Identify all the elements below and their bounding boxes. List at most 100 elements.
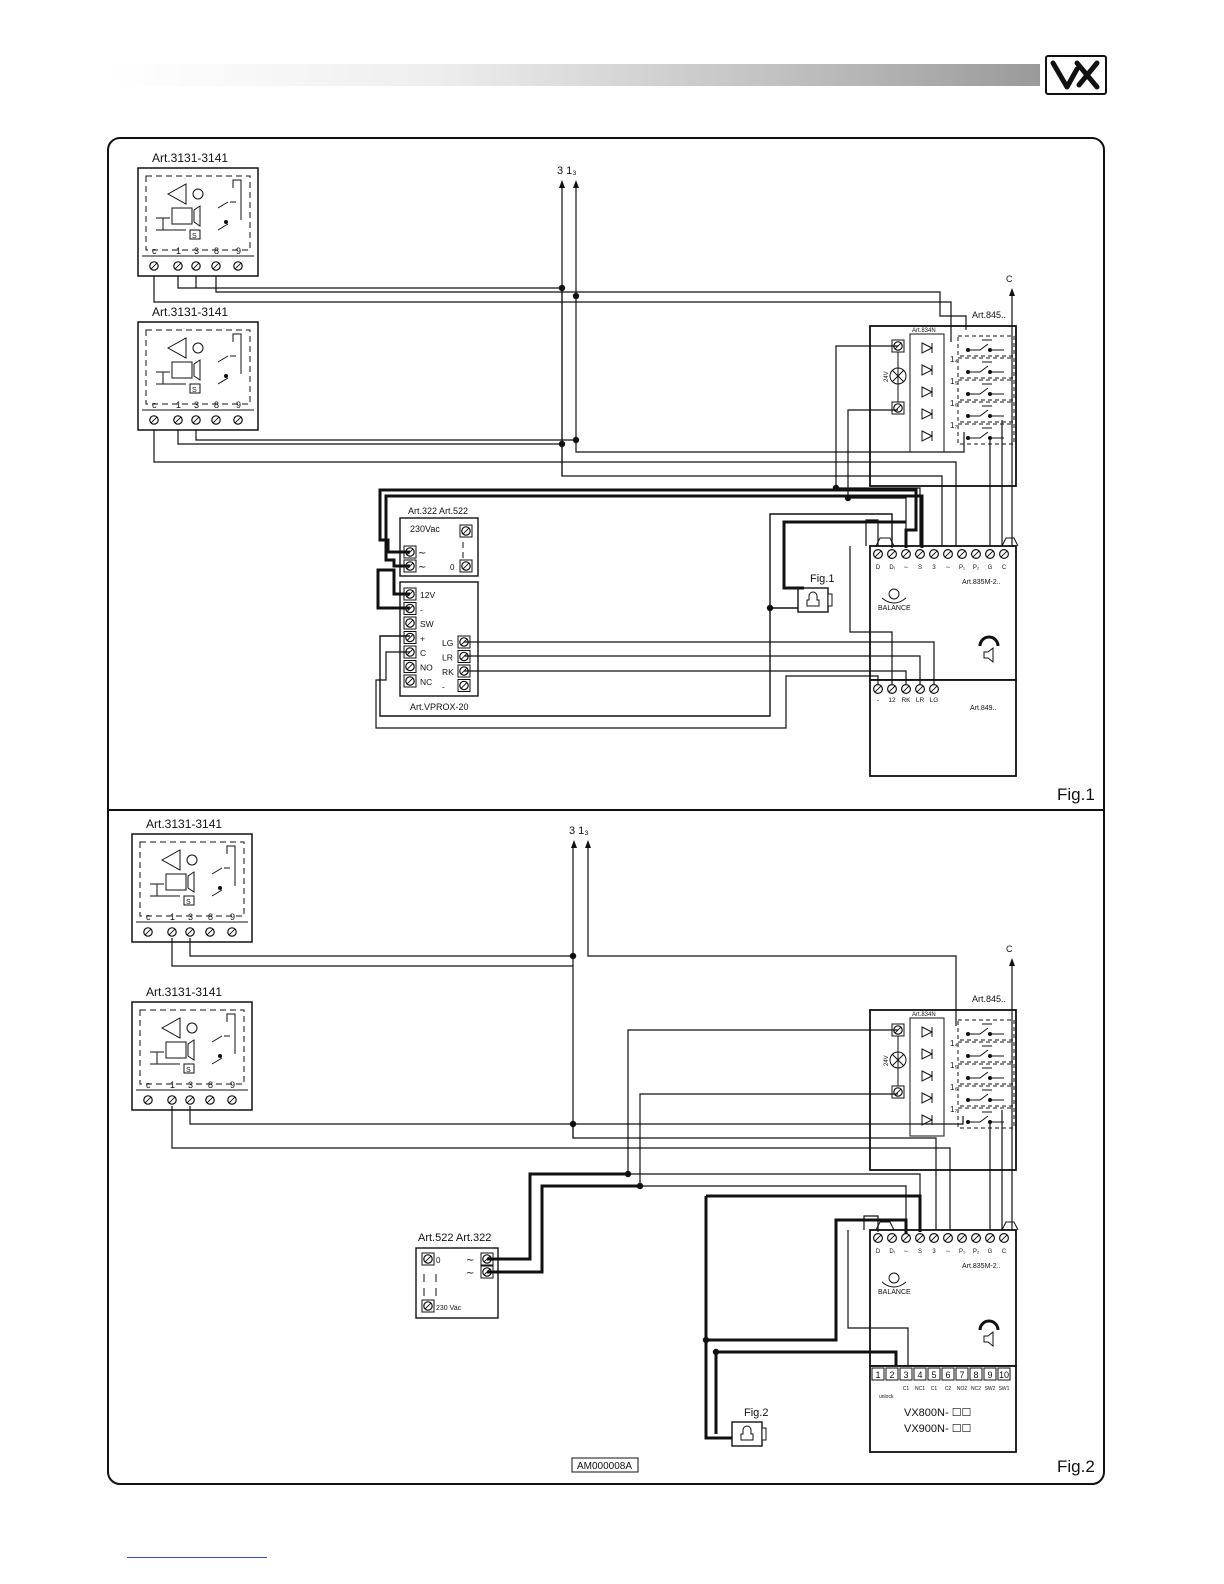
speaker-icon [187, 1039, 195, 1061]
screw-slot [874, 1234, 882, 1242]
button-contact-dot [966, 1054, 970, 1058]
door-station-terminal-label: D [876, 1249, 881, 1255]
contact-dot [224, 220, 228, 224]
terminal-label-1: 1 [170, 912, 175, 922]
terminal-label-9: 9 [236, 246, 241, 256]
button-contact-dot [988, 392, 992, 396]
contact-dot [224, 374, 228, 378]
door-station-terminal-label: P₂ [973, 565, 980, 571]
push-button-contact-icon [968, 1045, 1004, 1057]
brand-logo [1045, 55, 1107, 95]
vx-terminal-number: 4 [917, 1370, 922, 1380]
vx-terminal [997, 1367, 1011, 1381]
switch-s-box [183, 895, 195, 906]
document-code: AM000008A [577, 1461, 632, 1472]
art834-label: Art.834N [912, 328, 936, 334]
intercom-internal-wiring [156, 179, 242, 231]
screw-slot [186, 1096, 194, 1104]
screw-slot [930, 685, 938, 693]
screw-slot [406, 634, 414, 641]
screw-slot [888, 550, 896, 558]
button-contact-dot [988, 414, 992, 418]
push-button-contact-icon [968, 383, 1004, 395]
button-contact-dot [988, 1120, 992, 1124]
vprox-right-label: RK [442, 667, 454, 677]
vx-terminal [927, 1367, 941, 1381]
wire [865, 519, 879, 546]
vx-terminal-number: 6 [945, 1370, 950, 1380]
junction-dot [572, 292, 580, 300]
switch-s-label: S [186, 899, 191, 906]
junction-dot [572, 436, 580, 444]
riser-arrow-icon [559, 180, 579, 188]
diode-icon [921, 1092, 934, 1104]
vprox-left-label: 12V [420, 590, 435, 600]
junction-dot [558, 284, 566, 292]
button-contact-dot [988, 1098, 992, 1102]
screw-slot [462, 527, 470, 535]
button-contact-dot [988, 1032, 992, 1036]
power-ac-symbol: ∼ [418, 548, 426, 559]
wire [215, 276, 967, 330]
speaker-capsule-icon [171, 207, 193, 225]
screw-slot [192, 262, 200, 270]
art835-label: Art.835M-2.. [962, 1263, 1001, 1270]
speaker-capsule-icon [171, 361, 193, 379]
lamp-voltage-label: 24V [884, 371, 890, 382]
vx-terminal [899, 1367, 913, 1381]
push-button-contact-icon [968, 1089, 1004, 1101]
power-voltage-label: 230Vac [410, 524, 440, 534]
speaker-icon [187, 871, 195, 893]
screw-slot [228, 1096, 236, 1104]
intercom-inner-board [145, 175, 251, 251]
vx-terminal-sublabel: C1 [903, 1386, 910, 1392]
speaker-capsule-icon [165, 873, 187, 891]
intercom-internal-wiring [156, 333, 242, 385]
door-station-terminal-label: Dᵢ [889, 1249, 894, 1255]
art834-diode-block [909, 333, 945, 453]
vx-terminal-sublabel: NC1 [915, 1386, 925, 1392]
amplifier-icon [160, 849, 181, 871]
wire [714, 1350, 898, 1434]
wire [189, 938, 573, 957]
vx-model-1: VX800N- ☐☐ [904, 1407, 971, 1419]
vx-logo-icon [1050, 60, 1100, 90]
vx-terminal [955, 1367, 969, 1381]
terminal-label-3: 3 [194, 246, 199, 256]
amplifier-icon [166, 183, 187, 205]
junction-dot [712, 1348, 720, 1356]
door-station-tabs [875, 537, 1019, 547]
screw-slot [234, 416, 242, 424]
wire [189, 1106, 964, 1125]
buzzer-icon [192, 188, 204, 200]
screw-slot [424, 1255, 432, 1263]
lock-label: Fig.1 [810, 573, 834, 585]
push-button-outline [957, 335, 1015, 357]
button-label: 1₄ [950, 1039, 958, 1048]
diode-icon [921, 430, 934, 442]
screw-slot [902, 550, 910, 558]
terminal-label-3: 3 [188, 1080, 193, 1090]
riser-arrow-icon [571, 840, 591, 848]
wire [464, 641, 935, 684]
diode-icon [921, 1026, 934, 1038]
intercom-inner-board [139, 1009, 245, 1085]
figure-2-label: Fig.2 [1057, 1457, 1095, 1476]
screw-slot [874, 550, 882, 558]
door-station-terminal-label: G [988, 1249, 993, 1255]
screw-slot [228, 928, 236, 936]
push-button-contact-icon [968, 1067, 1004, 1079]
balance-knob-icon [888, 1272, 900, 1284]
wire [153, 276, 952, 342]
volume-knob-icon [978, 1319, 1000, 1331]
vx-terminal-number: 7 [959, 1370, 964, 1380]
art849-terminal-label: LR [916, 697, 925, 704]
junction-dot [558, 440, 566, 448]
terminal-label-8: 8 [208, 912, 213, 922]
